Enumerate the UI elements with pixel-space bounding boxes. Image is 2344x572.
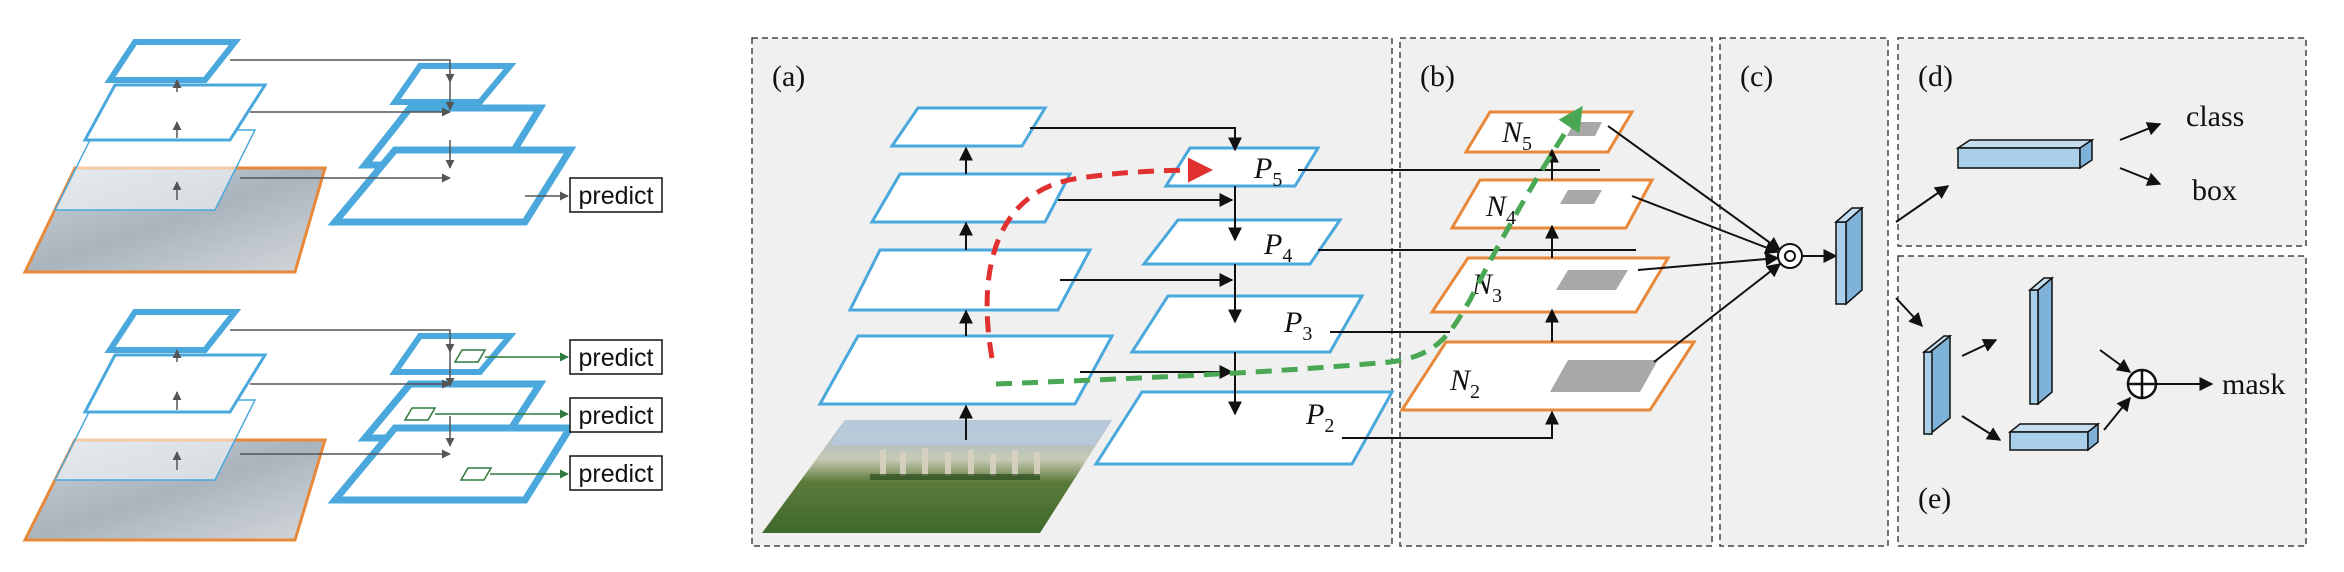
p2-feature xyxy=(1093,390,1395,466)
panel-a-content: P5 P4 P3 P2 xyxy=(762,106,1395,533)
feature-patch xyxy=(453,349,487,363)
n4-feature xyxy=(1449,178,1655,230)
bottomup-level-2 xyxy=(82,353,268,414)
panel-d-label: (d) xyxy=(1918,60,1953,93)
n4-label: N4 xyxy=(1485,190,1516,229)
n2-label: N2 xyxy=(1449,364,1480,403)
p2-label: P2 xyxy=(1305,398,1334,437)
p5-feature xyxy=(1163,146,1321,188)
p4-feature xyxy=(1140,218,1343,266)
circled-plus-icon xyxy=(2126,368,2158,400)
fused-feature-box xyxy=(1834,206,1864,306)
n2-feature xyxy=(1399,340,1697,412)
predict-label: predict xyxy=(578,460,653,488)
predict-label: predict xyxy=(578,402,653,430)
topdown-level-1 xyxy=(327,146,577,226)
panel-e-content: mask xyxy=(1895,276,2285,452)
topdown-level-1 xyxy=(327,424,577,504)
roi-feature xyxy=(1556,270,1628,290)
backbone-level-4 xyxy=(889,106,1048,148)
long-path xyxy=(984,157,1213,359)
topdown-level-3 xyxy=(389,333,517,375)
box-output-label: box xyxy=(2192,174,2237,207)
class-output-label: class xyxy=(2186,100,2244,133)
predict-box xyxy=(569,397,663,433)
backbone-level-3 xyxy=(869,172,1073,224)
feature-patch xyxy=(459,467,493,481)
feature-patch xyxy=(403,407,437,421)
backbone-level-1 xyxy=(817,334,1115,406)
panel-d xyxy=(1897,37,2307,247)
n5-label: N5 xyxy=(1501,116,1532,155)
p3-feature xyxy=(1129,294,1365,354)
fc-feature-box xyxy=(1955,138,2095,170)
roi-feature xyxy=(1550,360,1658,392)
n5-feature xyxy=(1463,110,1635,154)
backbone-level-2 xyxy=(847,248,1093,312)
panel-e xyxy=(1897,255,2307,547)
panel-d-content: class box xyxy=(1895,100,2244,223)
p5-label: P5 xyxy=(1253,152,1282,191)
p3-label: P3 xyxy=(1283,306,1312,345)
roi-feature xyxy=(1560,190,1602,204)
panel-b-content: N5 N4 N3 N2 xyxy=(995,105,1697,439)
circled-dot-icon xyxy=(1777,243,1803,269)
p4-label: P4 xyxy=(1263,228,1292,267)
mask-feature-box-3 xyxy=(2007,422,2101,452)
predict-label: predict xyxy=(578,182,653,210)
n3-label: N3 xyxy=(1471,268,1502,307)
left-bottom-diagram: predict predict predict xyxy=(22,309,663,542)
bottomup-level-2 xyxy=(82,83,268,142)
shortcut-path xyxy=(995,105,1583,387)
mask-feature-box-2 xyxy=(2027,276,2055,406)
mask-feature-box-1 xyxy=(1921,334,1953,436)
predict-box xyxy=(569,339,663,375)
mask-output-label: mask xyxy=(2222,368,2285,401)
panel-b-label: (b) xyxy=(1420,60,1455,93)
left-top-diagram: predict xyxy=(22,39,663,274)
panel-c-label: (c) xyxy=(1740,60,1773,93)
input-photo xyxy=(762,420,1112,533)
predict-box xyxy=(569,455,663,491)
bottomup-level-3 xyxy=(104,39,242,83)
predict-box xyxy=(569,177,663,213)
predict-label: predict xyxy=(578,344,653,372)
panel-a-label: (a) xyxy=(772,60,805,93)
topdown-level-3 xyxy=(389,63,517,105)
bottomup-level-3 xyxy=(104,309,242,353)
panel-e-label: (e) xyxy=(1918,482,1951,515)
panel-c-content xyxy=(1607,125,1864,363)
